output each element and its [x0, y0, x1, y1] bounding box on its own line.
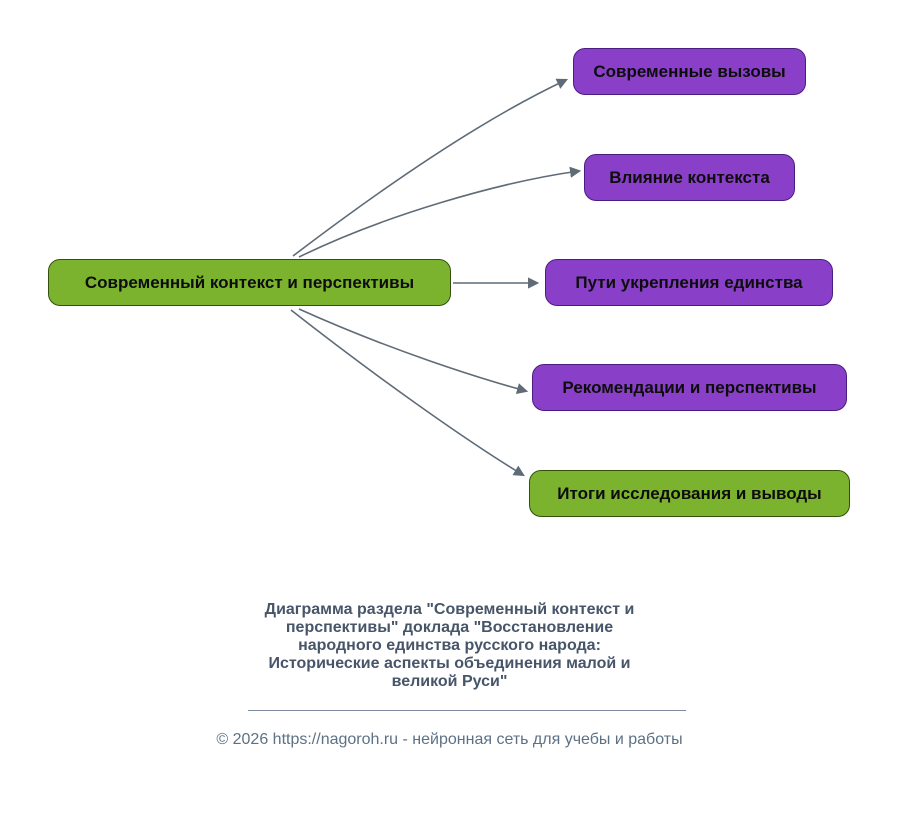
node-recommendations-perspectives: Рекомендации и перспективы	[532, 364, 847, 411]
edge-root-to-node-1	[298, 166, 582, 258]
diagram-caption: Диаграмма раздела "Современный контекст …	[264, 601, 635, 690]
edge-root-to-node-0	[292, 78, 569, 257]
node-ways-to-strengthen-unity: Пути укрепления единства	[545, 259, 833, 306]
node-context-influence: Влияние контекста	[584, 154, 795, 201]
node-label: Пути укрепления единства	[575, 272, 803, 292]
node-research-results-conclusions: Итоги исследования и выводы	[529, 470, 850, 517]
edge-root-to-node-3	[298, 308, 529, 395]
node-modern-challenges: Современные вызовы	[573, 48, 806, 95]
node-root: Современный контекст и перспективы	[48, 259, 451, 306]
edge-root-to-node-4	[290, 309, 525, 477]
node-label: Современный контекст и перспективы	[84, 272, 415, 292]
node-label: Современные вызовы	[593, 61, 786, 81]
node-label: Итоги исследования и выводы	[557, 483, 822, 503]
footer-text: © 2026 https://nagoroh.ru - нейронная се…	[216, 731, 683, 748]
node-label: Рекомендации и перспективы	[562, 377, 817, 397]
caption-divider	[248, 710, 686, 711]
node-label: Влияние контекста	[609, 167, 770, 187]
